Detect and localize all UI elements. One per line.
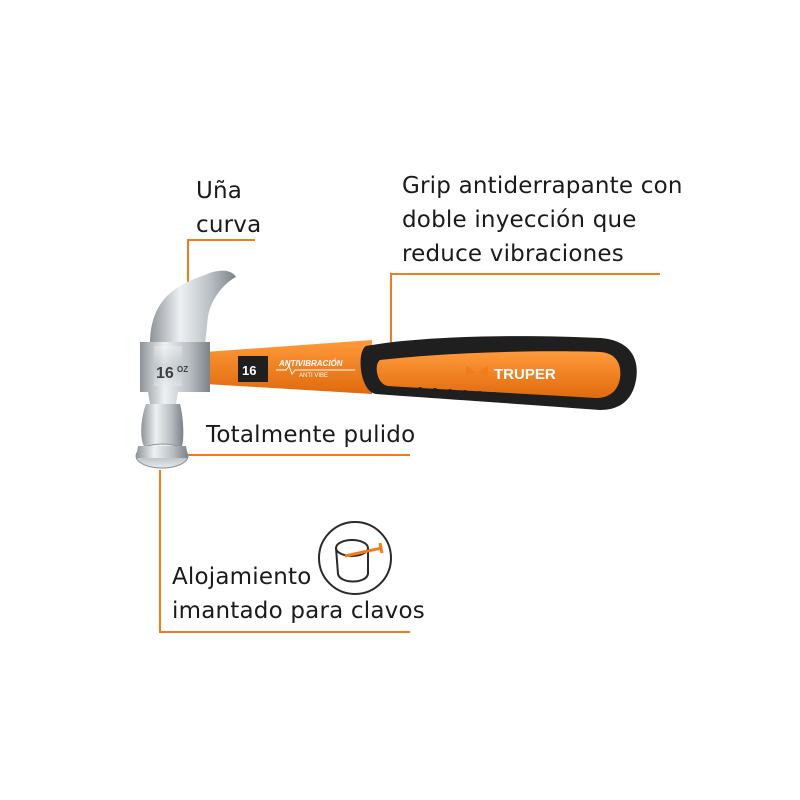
callout-lines [159, 239, 660, 633]
magnet-nail-icon [318, 521, 392, 595]
grip-label: Grip antiderrapante con doble inyección … [402, 173, 683, 267]
truper-logo-icon [466, 366, 488, 378]
truper-logo: TRUPER [466, 366, 556, 383]
head-weight-number: 16 [156, 365, 174, 382]
handle-antivibe-text: ANTIVIBRACIÓN [278, 359, 343, 368]
claw-callout-line [187, 239, 255, 282]
magnet-callout-line [159, 470, 410, 633]
handle-antivibe-subtext: ANTI VIBE [299, 373, 328, 379]
head-weight-unit: OZ [177, 365, 188, 374]
magnet-label: Alojamiento imantado para clavos [172, 564, 425, 624]
grip-texture [407, 345, 588, 404]
claw-label: Uña curva [196, 178, 262, 238]
grip-callout-line [390, 273, 660, 344]
claw [150, 270, 236, 345]
weight-badge [238, 356, 268, 382]
polished-label: Totalmente pulido [206, 422, 416, 448]
head-neck [141, 404, 184, 446]
brand-text: TRUPER [494, 366, 556, 383]
badge-weight-number: 16 [242, 363, 256, 378]
